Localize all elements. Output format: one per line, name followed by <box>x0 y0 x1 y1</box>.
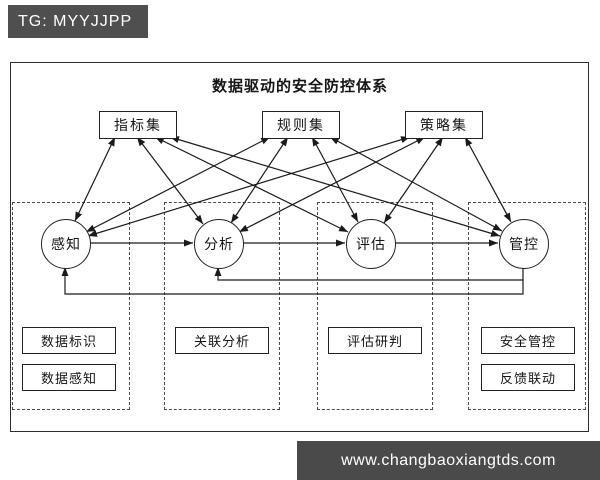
diagram-border <box>10 62 589 432</box>
tg-watermark-badge: TG: MYYJJPP <box>8 5 149 38</box>
site-watermark-bar: www.changbaoxiangtds.com <box>297 441 600 480</box>
diagram-title: 数据驱动的安全防控体系 <box>211 78 388 95</box>
sub-box-security-control: 安全管控 <box>481 327 575 354</box>
sub-box-evaluation-judgment: 评估研判 <box>328 327 422 354</box>
top-box-indicator-set: 指标集 <box>99 111 177 139</box>
stage-group-control <box>468 202 586 410</box>
sub-box-correlation-analysis: 关联分析 <box>175 327 269 354</box>
stage-circle-analysis: 分析 <box>194 219 244 269</box>
top-box-strategy-set: 策略集 <box>405 111 483 139</box>
stage-circle-evaluation: 评估 <box>346 219 396 269</box>
stage-circle-control: 管控 <box>499 219 549 269</box>
stage-circle-perception: 感知 <box>41 219 91 269</box>
sub-box-feedback-linkage: 反馈联动 <box>481 364 575 391</box>
top-box-rule-set: 规则集 <box>262 111 340 139</box>
sub-box-data-perception: 数据感知 <box>22 364 116 391</box>
stage-group-perception <box>12 202 130 410</box>
sub-box-data-identification: 数据标识 <box>22 327 116 354</box>
